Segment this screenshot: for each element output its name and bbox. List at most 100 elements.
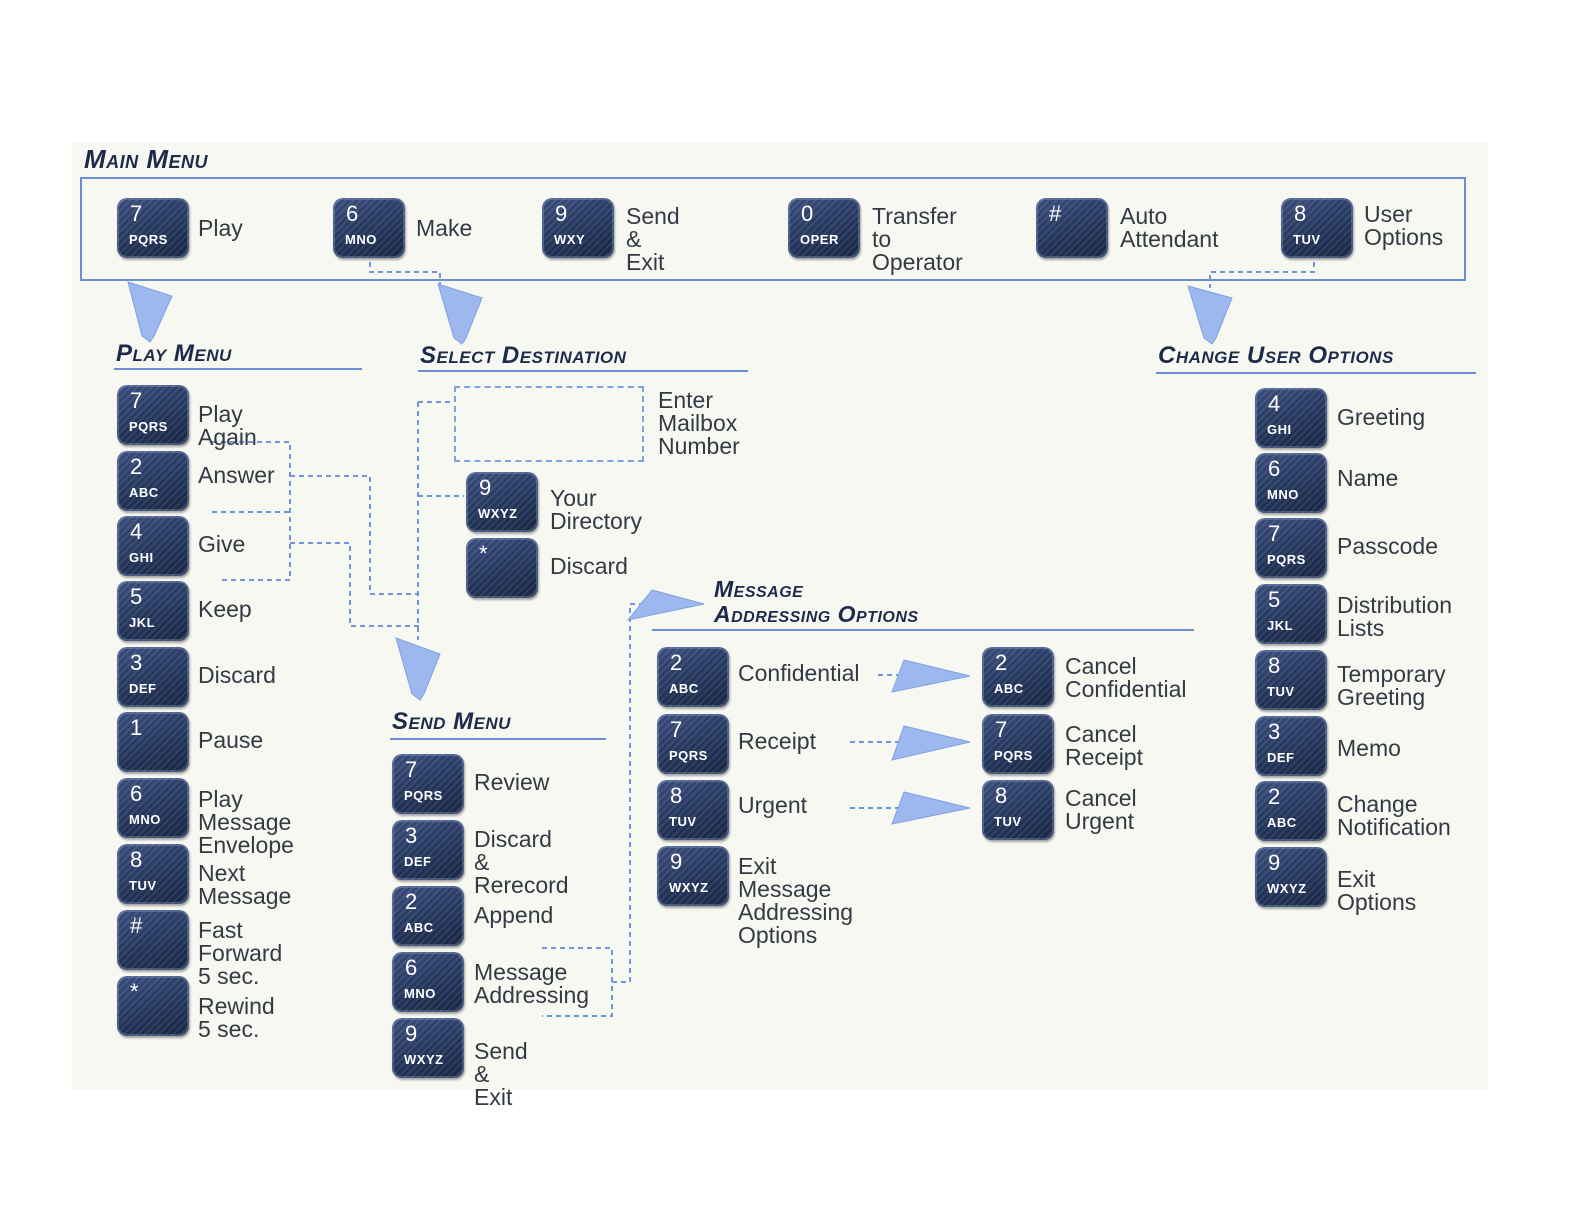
- main-menu-label: Play: [198, 215, 243, 241]
- key-digit: 2: [405, 889, 418, 914]
- key-1[interactable]: 1: [117, 712, 189, 772]
- key-digit: 7: [1268, 521, 1281, 546]
- user-option-label: Passcode: [1337, 533, 1439, 559]
- key-letters: DEF: [1267, 750, 1295, 765]
- key-digit: 7: [130, 388, 143, 413]
- key-digit: 3: [405, 823, 418, 848]
- key-letters: PQRS: [669, 748, 708, 763]
- key-digit: 8: [670, 783, 683, 808]
- cancel-label: Cancel Urgent: [1065, 785, 1137, 834]
- cancel-label: Cancel Receipt: [1065, 721, 1143, 770]
- addressing-label: Exit Message Addressing Options: [738, 853, 854, 948]
- main-menu-title: Main Menu: [84, 144, 209, 174]
- send-menu-label: Review: [474, 769, 550, 795]
- main-menu-label: Auto Attendant: [1120, 203, 1219, 252]
- user-option-label: Change Notification: [1337, 791, 1451, 840]
- send-menu-underline: [390, 738, 606, 740]
- select-destination-label: Discard: [550, 553, 628, 579]
- key-letters: PQRS: [994, 748, 1033, 763]
- addressing-label: Urgent: [738, 792, 808, 818]
- key-letters: PQRS: [1267, 552, 1306, 567]
- send-menu-title: Send Menu: [392, 708, 511, 735]
- mailbox-number-box[interactable]: [454, 386, 644, 462]
- send-menu-label: Append: [474, 902, 554, 928]
- key-digit: 6: [1268, 456, 1281, 481]
- change-user-options-underline: [1156, 372, 1476, 374]
- key-digit: 6: [405, 955, 418, 980]
- play-menu-title: Play Menu: [116, 340, 232, 367]
- main-menu-label: Send & Exit: [626, 203, 680, 275]
- key-digit: 4: [1268, 391, 1281, 416]
- key-digit: 3: [1268, 719, 1281, 744]
- key-letters: WXYZ: [1267, 881, 1307, 896]
- key-digit: *: [479, 541, 488, 566]
- key-digit: 2: [130, 454, 143, 479]
- key-star[interactable]: *: [117, 976, 189, 1036]
- send-menu-label: Send & Exit: [474, 1038, 528, 1110]
- select-destination-title: Select Destination: [420, 342, 627, 369]
- key-letters: TUV: [129, 878, 157, 893]
- key-letters: OPER: [800, 232, 839, 247]
- key-digit: 6: [346, 201, 359, 226]
- key-hash[interactable]: #: [117, 910, 189, 970]
- user-option-label: Memo: [1337, 735, 1401, 761]
- key-star[interactable]: *: [466, 538, 538, 598]
- play-menu-underline: [114, 368, 362, 370]
- main-menu-label: User Options: [1364, 201, 1444, 250]
- message-addressing-underline: [652, 629, 1194, 631]
- key-letters: PQRS: [129, 419, 168, 434]
- key-letters: WXYZ: [404, 1052, 444, 1067]
- key-digit: 9: [405, 1021, 418, 1046]
- key-digit: 9: [1268, 850, 1281, 875]
- key-digit: #: [1049, 201, 1062, 226]
- key-digit: 7: [995, 717, 1008, 742]
- key-digit: 8: [130, 847, 143, 872]
- key-letters: PQRS: [404, 788, 443, 803]
- key-letters: MNO: [404, 986, 436, 1001]
- key-digit: 1: [130, 715, 143, 740]
- play-menu-label: Answer: [198, 462, 275, 488]
- key-letters: MNO: [1267, 487, 1299, 502]
- key-digit: 2: [995, 650, 1008, 675]
- main-menu-label: Make: [416, 215, 473, 241]
- key-letters: ABC: [994, 681, 1024, 696]
- select-destination-label: Your Directory: [550, 485, 643, 534]
- key-letters: WXYZ: [478, 506, 518, 521]
- key-letters: DEF: [129, 681, 157, 696]
- key-hash[interactable]: #: [1036, 198, 1108, 258]
- key-digit: 5: [1268, 587, 1281, 612]
